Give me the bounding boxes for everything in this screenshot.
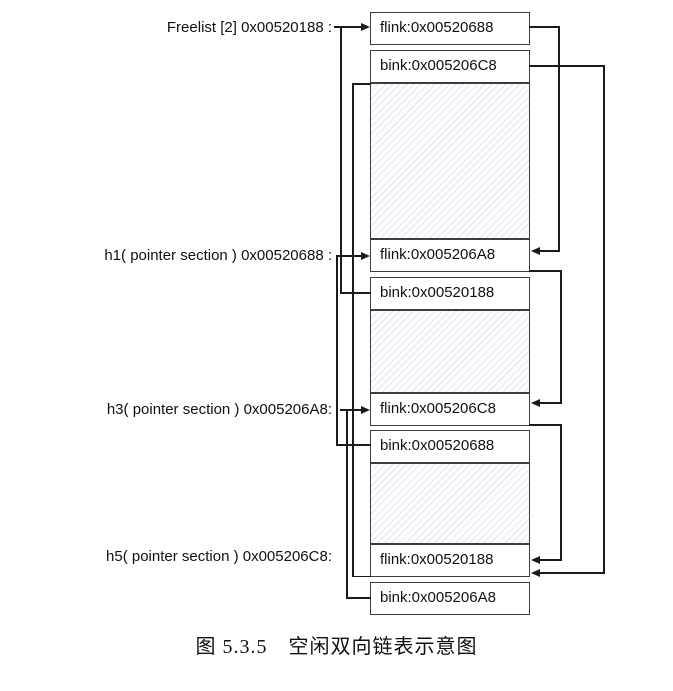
arrowhead-into-h5-flink-right <box>531 555 540 564</box>
link-head-flink-to-h1-vert <box>558 26 560 253</box>
link-h3-bink-to-h1-vert <box>336 256 338 446</box>
hatch-region-3 <box>370 463 530 544</box>
link-h5-bink-to-h3-stub <box>346 597 371 599</box>
link-h3-bink-to-h1-stub <box>336 444 371 446</box>
figure-caption: 图 5.3.5 空闲双向链表示意图 <box>195 636 478 658</box>
link-h3-flink-to-h5-vert <box>560 424 562 562</box>
cell-h3-flink: flink:0x005206C8 <box>370 393 530 426</box>
arrow-label-to-h3-flink-shaft <box>340 409 363 411</box>
link-h3-flink-to-h5-out <box>529 424 561 426</box>
arrow-label-to-h1-flink-shaft <box>336 255 363 257</box>
link-h3-flink-to-h5-in <box>540 559 561 561</box>
arrowhead-into-h3-flink-right <box>531 398 540 407</box>
link-head-bink-to-h5-vert <box>603 65 605 575</box>
arrowhead-into-h3-flink-left <box>361 405 370 414</box>
arrowhead-into-h1-flink-left <box>361 251 370 260</box>
label-h5: h5( pointer section ) 0x005206C8: <box>106 548 332 565</box>
link-h1-flink-to-h3-in <box>540 402 561 404</box>
arrowhead-into-head-flink <box>361 22 370 31</box>
arrow-label-to-head-flink-shaft <box>334 26 363 28</box>
link-h1-flink-to-h3-vert <box>560 270 562 405</box>
hatch-region-1 <box>370 83 530 239</box>
cell-h3-bink: bink:0x00520688 <box>370 430 530 463</box>
label-freelist-head: Freelist [2] 0x00520188 : <box>166 19 332 36</box>
link-h5-flink-to-head-bot-stub <box>352 575 371 577</box>
link-h1-bink-to-head-stub <box>340 292 371 294</box>
link-head-bink-to-h5-in <box>540 572 604 574</box>
hatch-region-2 <box>370 310 530 393</box>
label-h1: h1( pointer section ) 0x00520688 : <box>104 247 332 264</box>
link-h1-bink-to-head-vert <box>340 27 342 293</box>
cell-h5-flink: flink:0x00520188 <box>370 544 530 577</box>
link-head-bink-to-h5-out <box>529 65 604 67</box>
cell-freelist-head-flink: flink:0x00520688 <box>370 12 530 45</box>
link-head-flink-to-h1-out <box>529 26 559 28</box>
link-h1-flink-to-h3-out <box>529 270 561 272</box>
label-h3: h3( pointer section ) 0x005206A8: <box>106 401 332 418</box>
cell-h1-bink: bink:0x00520188 <box>370 277 530 310</box>
link-h5-flink-to-head-top-stub <box>352 83 371 85</box>
cell-freelist-head-bink: bink:0x005206C8 <box>370 50 530 83</box>
link-head-flink-to-h1-in <box>540 250 559 252</box>
arrowhead-into-h5-block-right <box>531 568 540 577</box>
arrowhead-into-h1-flink-right <box>531 246 540 255</box>
link-h5-bink-to-h3-vert <box>346 410 348 599</box>
link-h5-flink-to-head-vert <box>352 83 354 577</box>
cell-h1-flink: flink:0x005206A8 <box>370 239 530 272</box>
cell-h5-bink: bink:0x005206A8 <box>370 582 530 615</box>
